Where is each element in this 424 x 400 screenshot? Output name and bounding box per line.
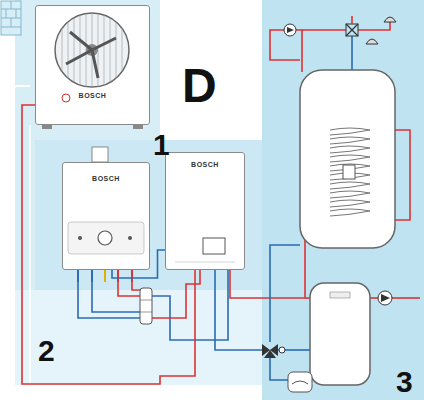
- hydraulic-separator: [140, 288, 152, 324]
- zone-band: [15, 0, 268, 385]
- pipe-connector: [22, 105, 195, 384]
- zone-1: [35, 140, 262, 290]
- shower: [284, 16, 396, 44]
- pipe-connector: [112, 250, 165, 278]
- buffer-tank: [310, 283, 392, 385]
- expansion-vessel: [288, 372, 312, 392]
- device-box: BOSCH: [165, 152, 245, 270]
- system-letter: D: [182, 62, 217, 110]
- indoor-module: [165, 152, 245, 270]
- zone-number: 3: [396, 367, 413, 397]
- pipes: [30, 22, 420, 392]
- zone-number: 2: [38, 336, 55, 366]
- building-icon: [1, 1, 21, 35]
- device-box: BOSCH: [35, 5, 150, 125]
- brand-logo: BOSCH: [36, 92, 149, 99]
- zone-3: [262, 0, 424, 400]
- brand-logo: BOSCH: [166, 161, 244, 168]
- heat-pump: [35, 5, 150, 129]
- gas-boiler: [62, 147, 150, 282]
- wall-outline: [5, 86, 30, 120]
- hot-water-tank: [300, 70, 395, 248]
- zone-number: 1: [153, 130, 170, 160]
- device-box: BOSCH: [62, 162, 150, 270]
- brand-logo: BOSCH: [63, 175, 149, 182]
- mixing-valve: [262, 344, 285, 358]
